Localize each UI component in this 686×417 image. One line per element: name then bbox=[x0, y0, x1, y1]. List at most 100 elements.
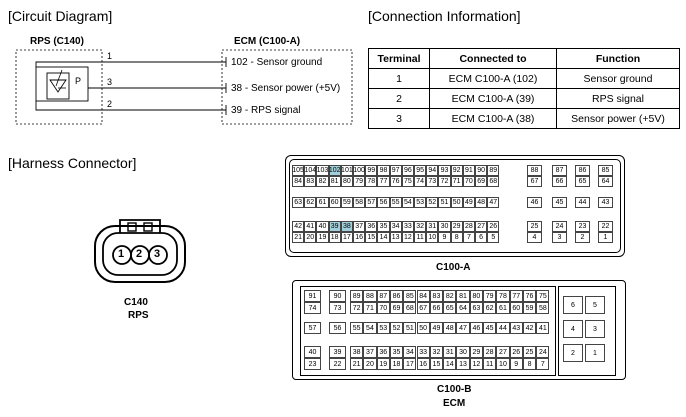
connector-pin: 57 bbox=[304, 322, 321, 334]
connector-pin: 61 bbox=[496, 302, 510, 314]
connector-pin: 60 bbox=[509, 302, 523, 314]
connector-pin: 30 bbox=[456, 346, 470, 358]
table-row: 2 ECM C100-A (39) RPS signal bbox=[368, 88, 680, 109]
connector-pin: 3 bbox=[552, 232, 567, 243]
connector-pin: 99 bbox=[365, 165, 378, 176]
connector-pin: 32 bbox=[429, 346, 444, 358]
connector-pin: 98 bbox=[377, 165, 390, 176]
connector-pin: 79 bbox=[483, 290, 497, 302]
connector-pin: 66 bbox=[552, 176, 567, 187]
connector-pin: 38 bbox=[350, 346, 364, 358]
connection-table: Terminal Connected to Function 1 ECM C10… bbox=[368, 48, 680, 129]
connector-pin: 91 bbox=[462, 165, 475, 176]
connector-pin: 9 bbox=[438, 232, 451, 243]
connector-pin: 46 bbox=[469, 322, 483, 334]
connector-pin: 83 bbox=[304, 176, 317, 187]
connector-pin: 87 bbox=[376, 290, 390, 302]
connector-pin: 70 bbox=[376, 302, 390, 314]
connector-pin: 15 bbox=[429, 358, 444, 370]
wire-2 bbox=[35, 101, 226, 111]
connector-pin: 85 bbox=[598, 165, 613, 176]
table-row: 1 ECM C100-A (102) Sensor ground bbox=[368, 68, 680, 89]
connector-pin: 81 bbox=[456, 290, 470, 302]
connector-pin: 27 bbox=[475, 221, 488, 232]
connector-pin: 47 bbox=[456, 322, 470, 334]
connector-pin: 84 bbox=[416, 290, 430, 302]
connector-pin: 16 bbox=[416, 358, 430, 370]
wire-1 bbox=[35, 61, 226, 67]
connector-pin: 69 bbox=[475, 176, 488, 187]
connector-pin: 5 bbox=[487, 232, 500, 243]
connector-pin: 44 bbox=[575, 197, 590, 208]
connector-pin: 40 bbox=[316, 221, 329, 232]
connector-pin: 53 bbox=[414, 197, 427, 208]
rps-c140-title: RPS (C140) bbox=[30, 36, 84, 47]
connector-pin: 36 bbox=[376, 346, 390, 358]
c100b-body bbox=[300, 286, 556, 376]
connector-pin: 92 bbox=[450, 165, 463, 176]
connector-pin: 46 bbox=[527, 197, 542, 208]
connector-pin: 63 bbox=[469, 302, 483, 314]
connector-pin: 20 bbox=[363, 358, 377, 370]
connector-pin: 14 bbox=[377, 232, 390, 243]
connector-pin: 94 bbox=[426, 165, 439, 176]
pressure-sensor-icon bbox=[35, 66, 89, 102]
connector-pin: 43 bbox=[509, 322, 523, 334]
connector-pin: 10 bbox=[426, 232, 439, 243]
c100a-label: C100-A bbox=[436, 262, 471, 273]
connector-pin: 67 bbox=[416, 302, 430, 314]
connector-pin: 52 bbox=[389, 322, 404, 334]
circuit-diagram-title: [Circuit Diagram] bbox=[8, 8, 113, 24]
connector-pin: 95 bbox=[414, 165, 427, 176]
connector-pin: 6 bbox=[475, 232, 488, 243]
connector-pin: 24 bbox=[552, 221, 567, 232]
connector-pin: 31 bbox=[426, 221, 439, 232]
connector-pin: 25 bbox=[527, 221, 542, 232]
c140-label: C140 bbox=[124, 297, 148, 308]
connector-pin: 96 bbox=[401, 165, 414, 176]
connector-pin: 85 bbox=[403, 290, 417, 302]
connector-pin: 17 bbox=[340, 232, 353, 243]
connector-pin: 22 bbox=[598, 221, 613, 232]
ecm-label-signal: 39 - RPS signal bbox=[231, 105, 301, 116]
connector-pin: 44 bbox=[496, 322, 510, 334]
connector-pin: 78 bbox=[496, 290, 510, 302]
connector-pin: 45 bbox=[483, 322, 497, 334]
connector-pin: 54 bbox=[363, 322, 377, 334]
connector-pin: 86 bbox=[575, 165, 590, 176]
table-row: 3 ECM C100-A (38) Sensor power (+5V) bbox=[368, 108, 680, 129]
circuit-diagram bbox=[15, 49, 353, 125]
connector-pin: 76 bbox=[522, 290, 537, 302]
connector-pin: 27 bbox=[496, 346, 510, 358]
connector-pin: 62 bbox=[483, 302, 497, 314]
c100b-outer bbox=[292, 280, 626, 380]
connector-pin: 88 bbox=[363, 290, 377, 302]
connector-pin: 54 bbox=[401, 197, 414, 208]
connector-pin: 19 bbox=[316, 232, 329, 243]
connector-pin: 100 bbox=[353, 165, 366, 176]
connector-pin: 28 bbox=[483, 346, 497, 358]
connector-pin: 45 bbox=[552, 197, 567, 208]
connector-pin: 58 bbox=[536, 302, 550, 314]
connector-pin: 64 bbox=[456, 302, 470, 314]
connector-pin: 62 bbox=[304, 197, 317, 208]
connector-pin: 80 bbox=[469, 290, 483, 302]
cell-terminal: 1 bbox=[368, 68, 430, 89]
connector-pin: 42 bbox=[292, 221, 305, 232]
connector-pin: 65 bbox=[575, 176, 590, 187]
rps-box bbox=[15, 49, 103, 125]
connector-pin: 88 bbox=[527, 165, 542, 176]
connector-pin: 58 bbox=[353, 197, 366, 208]
connector-pin: 59 bbox=[340, 197, 353, 208]
connector-pin: 8 bbox=[450, 232, 463, 243]
connector-pin: 73 bbox=[426, 176, 439, 187]
connector-pin: 60 bbox=[328, 197, 341, 208]
ecm-box bbox=[221, 49, 353, 125]
connector-pin: 7 bbox=[462, 232, 475, 243]
header-terminal: Terminal bbox=[368, 48, 430, 69]
connector-pin: 89 bbox=[487, 165, 500, 176]
cell-connected: ECM C100-A (39) bbox=[429, 88, 557, 109]
connector-pin: 29 bbox=[450, 221, 463, 232]
connection-information-title: [Connection Information] bbox=[368, 8, 521, 24]
connector-pin: 12 bbox=[469, 358, 483, 370]
